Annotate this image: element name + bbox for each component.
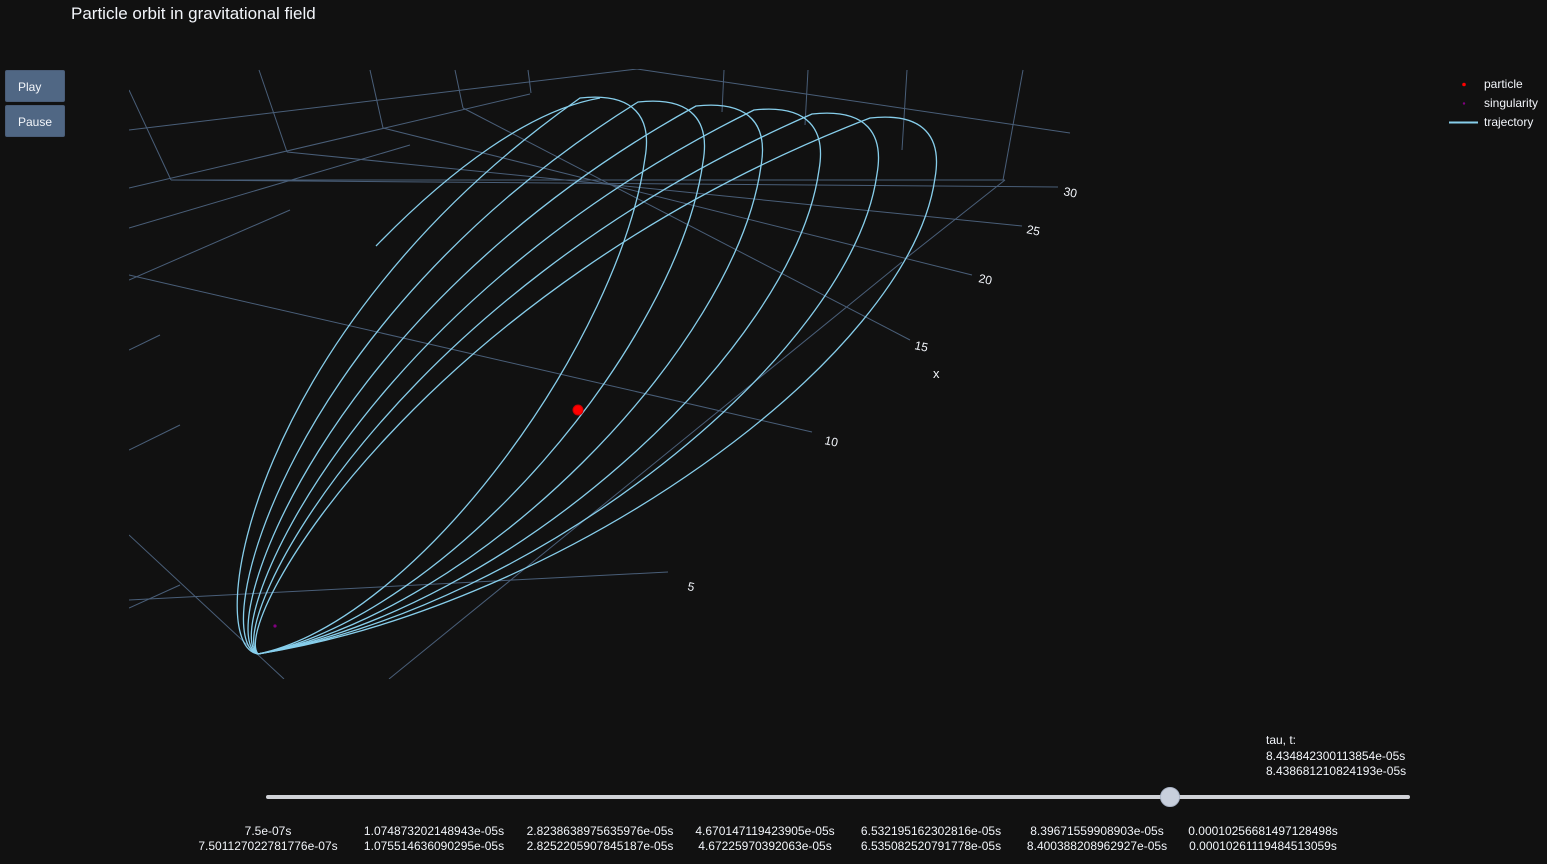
grid-lines (129, 69, 1071, 679)
grid-line (258, 69, 288, 153)
grid-line (904, 179, 1006, 260)
slider-current-t: 8.438681210824193e-05s (1266, 764, 1407, 778)
legend-label-singularity: singularity (1484, 96, 1539, 110)
singularity-marker (273, 624, 277, 628)
slider-tick-t: 4.67225970392063e-05s (698, 839, 832, 853)
x-axis-tick-labels: 5 10 15 20 25 30 (686, 184, 1078, 594)
grid-line (286, 151, 1023, 227)
slider-tick-t: 6.535082520791778e-05s (860, 839, 1002, 853)
trajectory-series (236, 96, 938, 655)
slider-tick-t: 0.00010261119484513059s (1189, 839, 1337, 853)
slider-tick-t: 8.400388208962927e-05s (1026, 839, 1168, 853)
grid-line (129, 144, 411, 229)
grid-line (129, 571, 669, 601)
legend-item-trajectory[interactable]: trajectory (1440, 114, 1545, 133)
legend-item-singularity[interactable]: singularity (1440, 95, 1545, 114)
grid-line (129, 584, 181, 609)
x-axis-title: x (933, 366, 940, 381)
slider-tick-tau: 4.670147119423905e-05s (695, 824, 835, 838)
trajectory-loop (250, 108, 822, 655)
grid-line (804, 69, 809, 126)
slider-tick-tau: 0.00010256681497128498s (1188, 824, 1338, 838)
grid-line (901, 69, 908, 151)
grid-line (170, 179, 1059, 188)
grid-line (129, 274, 813, 433)
trajectory-line-icon (1449, 121, 1478, 124)
grid-line (129, 534, 285, 679)
slider-tick-tau: 7.5e-07s (244, 824, 292, 838)
grid-line (129, 89, 172, 181)
slider-tick-tau: 2.8238638975635976e-05s (526, 824, 674, 838)
grid-line (388, 261, 903, 679)
legend: particle singularity trajectory (1440, 76, 1545, 133)
grid-line (129, 424, 181, 451)
x-axis-tick-label: 20 (977, 271, 993, 288)
slider-tick-t: 7.501127022781776e-07s (198, 839, 338, 853)
slider-rail[interactable] (266, 795, 1410, 799)
particle-dot-icon (1462, 82, 1466, 87)
grid-line (129, 93, 531, 189)
x-axis-tick-label: 10 (823, 433, 839, 450)
slider-current-value: tau, t: 8.434842300113854e-05s 8.4386812… (1266, 733, 1406, 780)
legend-label-trajectory: trajectory (1484, 115, 1534, 129)
trajectory-loop (242, 100, 706, 655)
slider-tick-t: 2.8252205907845187e-05s (526, 839, 674, 853)
x-axis-tick-label: 15 (913, 338, 929, 355)
slider-tick-tau: 6.532195162302816e-05s (860, 824, 1002, 838)
x-axis-tick-label: 30 (1062, 184, 1078, 201)
particle-marker (572, 404, 584, 416)
grid-line (369, 69, 384, 129)
trajectory-start-segment (375, 97, 601, 247)
trajectory-loop (254, 116, 938, 655)
grid-line (636, 69, 1071, 134)
grid-line (129, 69, 638, 131)
grid-line (454, 69, 464, 109)
x-axis-tick-label: 25 (1025, 222, 1041, 239)
slider-tick-tau: 8.39671559908903e-05s (1030, 824, 1164, 838)
legend-item-particle[interactable]: particle (1440, 76, 1545, 95)
legend-label-particle: particle (1484, 77, 1523, 91)
pause-button[interactable]: Pause (5, 105, 65, 137)
slider-current-prefix: tau, t: (1266, 733, 1297, 747)
chart-title: Particle orbit in gravitational field (71, 4, 316, 23)
grid-line (129, 334, 161, 351)
singularity-dot-icon (1462, 102, 1466, 105)
trajectory-loop (247, 104, 764, 655)
grid-line (721, 69, 725, 113)
slider-tick-t: 1.075514636090295e-05s (363, 839, 505, 853)
grid-line (129, 209, 291, 281)
grid-line (527, 69, 532, 94)
trajectory-loop (253, 112, 880, 655)
x-axis-tick-label: 5 (686, 579, 696, 594)
slider-tick-tau: 1.074873202148943e-05s (363, 824, 505, 838)
slider-handle[interactable] (1159, 787, 1180, 807)
slider-current-tau: 8.434842300113854e-05s (1266, 748, 1406, 763)
grid-line (382, 127, 973, 276)
play-button[interactable]: Play (5, 70, 65, 102)
grid-line (462, 107, 911, 341)
grid-line (1002, 69, 1024, 181)
trajectory-loop (236, 96, 648, 655)
